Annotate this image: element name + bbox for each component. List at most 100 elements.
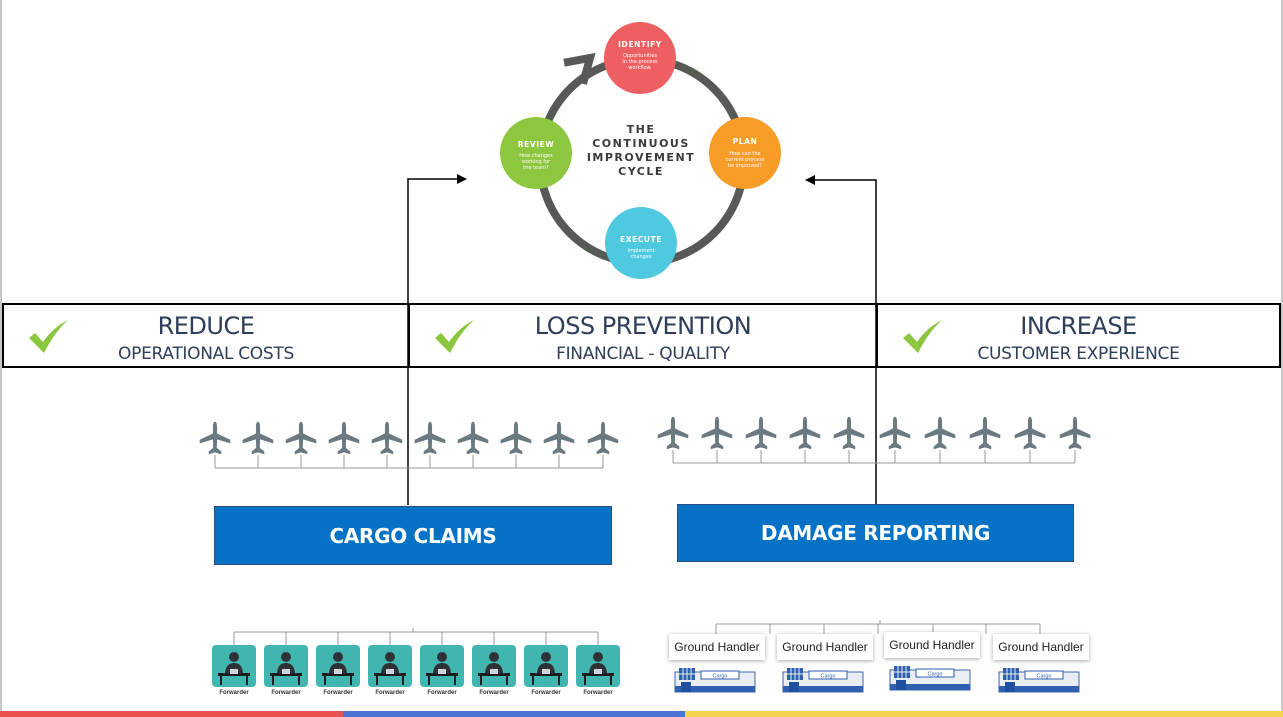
stage-review-desc-2: working for: [522, 159, 551, 165]
stage-execute-title: EXECUTE: [620, 235, 662, 244]
cargo-sign-text: Cargo: [928, 672, 943, 678]
forwarder-item: Forwarder: [420, 645, 464, 697]
airplane-icon: [242, 421, 274, 455]
stage-identify-desc-3: workflow.: [628, 65, 652, 71]
ground-handler-label: Ground Handler: [884, 632, 980, 658]
benefit-subtitle: OPERATIONAL COSTS: [118, 344, 294, 364]
cargo-warehouse-icon: Cargo: [674, 668, 756, 693]
stage-identify-desc-2: in the process: [622, 59, 658, 65]
airplane-icon: [969, 416, 1001, 450]
stage-review-desc-3: the team?: [523, 165, 549, 171]
airplane-row-right: [657, 416, 1091, 464]
stage-review: REVIEW How changes working for the team?: [500, 117, 572, 189]
stage-plan-title: PLAN: [733, 137, 758, 146]
cargo-warehouse-icon: Cargo: [998, 668, 1080, 693]
airplane-icon: [500, 421, 532, 455]
cargo-claims-box[interactable]: CARGO CLAIMS: [214, 506, 612, 565]
stage-plan: PLAN How can the current process be impr…: [709, 117, 781, 189]
forwarder-label: Forwarder: [427, 690, 457, 696]
forwarder-item: Forwarder: [264, 645, 308, 697]
airplane-row-left: [199, 421, 619, 469]
frame-border-left: [0, 0, 2, 717]
airplane-icon: [789, 416, 821, 450]
cargo-sign-text: Cargo: [821, 674, 836, 680]
benefit-title: INCREASE: [1020, 312, 1137, 340]
stage-execute: EXECUTE Implement changes: [605, 207, 677, 279]
checkmark-icon: [903, 320, 942, 353]
forwarder-desk-icon: [576, 645, 620, 687]
forwarder-desk-icon: [368, 645, 412, 687]
forwarder-label: Forwarder: [479, 690, 509, 696]
benefit-title: LOSS PREVENTION: [534, 312, 752, 340]
airplane-icon: [587, 421, 619, 455]
frame-border-right: [1281, 0, 1283, 717]
checkmark-icon: [435, 320, 474, 353]
stage-plan-desc-1: How can the: [729, 151, 760, 157]
airplane-icon: [657, 416, 689, 450]
bottom-bar-segment-blue: [343, 711, 685, 717]
stage-execute-desc-2: changes: [630, 254, 651, 260]
forwarder-label: Forwarder: [531, 690, 561, 696]
airplane-icon: [543, 421, 575, 455]
forwarder-tree: [233, 628, 599, 645]
airplane-icon: [1014, 416, 1046, 450]
forwarder-desk-icon: [264, 645, 308, 687]
airplane-icon: [285, 421, 317, 455]
forwarder-label: Forwarder: [219, 690, 249, 696]
stage-execute-desc-1: Implement: [627, 248, 654, 254]
airplane-icon: [414, 421, 446, 455]
bottom-color-bar: [0, 711, 1283, 717]
ground-handler-label: Ground Handler: [777, 634, 873, 660]
forwarder-item: Forwarder: [576, 645, 620, 697]
airplane-icon: [879, 416, 911, 450]
forwarder-desk-icon: [420, 645, 464, 687]
forwarder-desk-icon: [472, 645, 516, 687]
forwarder-label: Forwarder: [323, 690, 353, 696]
stage-review-desc-1: How changes: [519, 153, 553, 159]
forwarder-item: Forwarder: [368, 645, 412, 697]
forwarder-desk-icon: [212, 645, 256, 687]
stage-identify: IDENTIFY Opportunities in the process wo…: [604, 22, 676, 94]
airplane-icon: [701, 416, 733, 450]
bottom-bar-segment-yellow: [685, 711, 1283, 717]
cycle-center-line-1: THE: [627, 123, 656, 136]
airplane-icon: [745, 416, 777, 450]
benefit-loss-prevention: LOSS PREVENTION FINANCIAL - QUALITY: [408, 305, 876, 366]
airplane-icon: [457, 421, 489, 455]
cycle-center-line-4: CYCLE: [618, 165, 664, 178]
forwarder-item: Forwarder: [212, 645, 256, 697]
forwarder-item: Forwarder: [524, 645, 568, 697]
ground-handler-tree: [715, 620, 1041, 634]
stage-identify-title: IDENTIFY: [618, 40, 662, 49]
cycle-center-line-2: CONTINUOUS: [592, 137, 690, 150]
stage-plan-desc-3: be improved?: [728, 163, 762, 169]
cargo-sign-text: Cargo: [1037, 674, 1052, 680]
damage-reporting-box[interactable]: DAMAGE REPORTING: [677, 504, 1074, 562]
forwarder-desk-icon: [316, 645, 360, 687]
cargo-warehouse-icon: Cargo: [782, 668, 864, 693]
forwarder-label: Forwarder: [583, 690, 613, 696]
airplane-icon: [328, 421, 360, 455]
cycle-center-line-3: IMPROVEMENT: [587, 151, 695, 164]
stage-review-title: REVIEW: [518, 140, 555, 149]
checkmark-icon: [29, 320, 68, 353]
ground-handler-label: Ground Handler: [669, 634, 765, 660]
benefit-subtitle: FINANCIAL - QUALITY: [556, 344, 730, 364]
benefit-title: REDUCE: [157, 312, 255, 340]
benefit-subtitle: CUSTOMER EXPERIENCE: [977, 344, 1180, 364]
stage-plan-desc-2: current process: [726, 157, 765, 163]
ground-handler-label: Ground Handler: [993, 634, 1089, 660]
improvement-cycle-diagram: THE CONTINUOUS IMPROVEMENT CYCLE IDENTIF…: [500, 22, 781, 279]
forwarder-item: Forwarder: [316, 645, 360, 697]
cycle-arrowhead: [563, 52, 596, 85]
forwarder-item: Forwarder: [472, 645, 516, 697]
cargo-sign-text: Cargo: [713, 674, 728, 680]
airplane-icon: [833, 416, 865, 450]
airplane-icon: [1059, 416, 1091, 450]
forwarder-desk-icon: [524, 645, 568, 687]
stage-identify-desc-1: Opportunities: [623, 53, 658, 59]
